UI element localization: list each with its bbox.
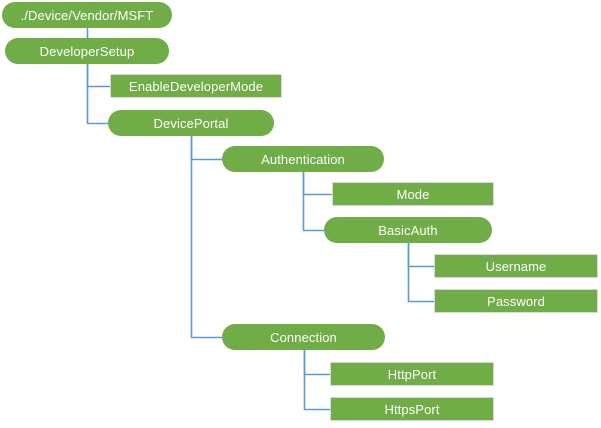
- tree-node-label: Mode: [396, 186, 430, 202]
- tree-connector-e-connection-httpsport: [303, 350, 330, 411]
- tree-node-label: Password: [487, 293, 545, 309]
- tree-connector-e-deviceportal-authentication: [190, 136, 222, 161]
- tree-connector-e-connection-httpport: [303, 350, 330, 376]
- tree-node-label: DeveloperSetup: [39, 43, 135, 59]
- tree-node-httpsport[interactable]: HttpsPort: [330, 397, 494, 421]
- tree-node-mode[interactable]: Mode: [332, 182, 494, 206]
- tree-node-label: DevicePortal: [153, 115, 229, 131]
- tree-connector-e-basicauth-password: [407, 243, 434, 303]
- tree-node-label: HttpPort: [387, 366, 437, 382]
- tree-node-password[interactable]: Password: [434, 289, 598, 313]
- tree-node-connection[interactable]: Connection: [222, 324, 385, 350]
- tree-node-label: HttpsPort: [384, 401, 440, 417]
- tree-node-label: Username: [485, 258, 547, 274]
- tree-connector-e-basicauth-username: [407, 243, 434, 268]
- tree-node-label: BasicAuth: [378, 222, 438, 238]
- tree-connector-e-authentication-mode: [302, 172, 332, 196]
- tree-node-label: Connection: [270, 329, 337, 345]
- tree-node-label: ./Device/Vendor/MSFT: [20, 7, 154, 23]
- tree-node-enabledevelopermode[interactable]: EnableDeveloperMode: [110, 74, 282, 98]
- tree-connector-e-authentication-basicauth: [302, 172, 324, 232]
- tree-connector-e-developersetup-enabledevelopermode: [86, 64, 110, 88]
- tree-node-basicauth[interactable]: BasicAuth: [324, 217, 492, 243]
- tree-node-developersetup[interactable]: DeveloperSetup: [5, 38, 169, 64]
- tree-node-username[interactable]: Username: [434, 254, 598, 278]
- tree-node-authentication[interactable]: Authentication: [222, 146, 384, 172]
- tree-node-httpport[interactable]: HttpPort: [330, 362, 494, 386]
- tree-node-label: EnableDeveloperMode: [128, 78, 264, 94]
- tree-node-deviceportal[interactable]: DevicePortal: [108, 110, 274, 136]
- tree-node-label: Authentication: [261, 151, 345, 167]
- tree-node-root[interactable]: ./Device/Vendor/MSFT: [2, 2, 172, 28]
- tree-connector-e-deviceportal-connection: [190, 136, 222, 339]
- tree-connector-e-developersetup-deviceportal: [86, 64, 108, 125]
